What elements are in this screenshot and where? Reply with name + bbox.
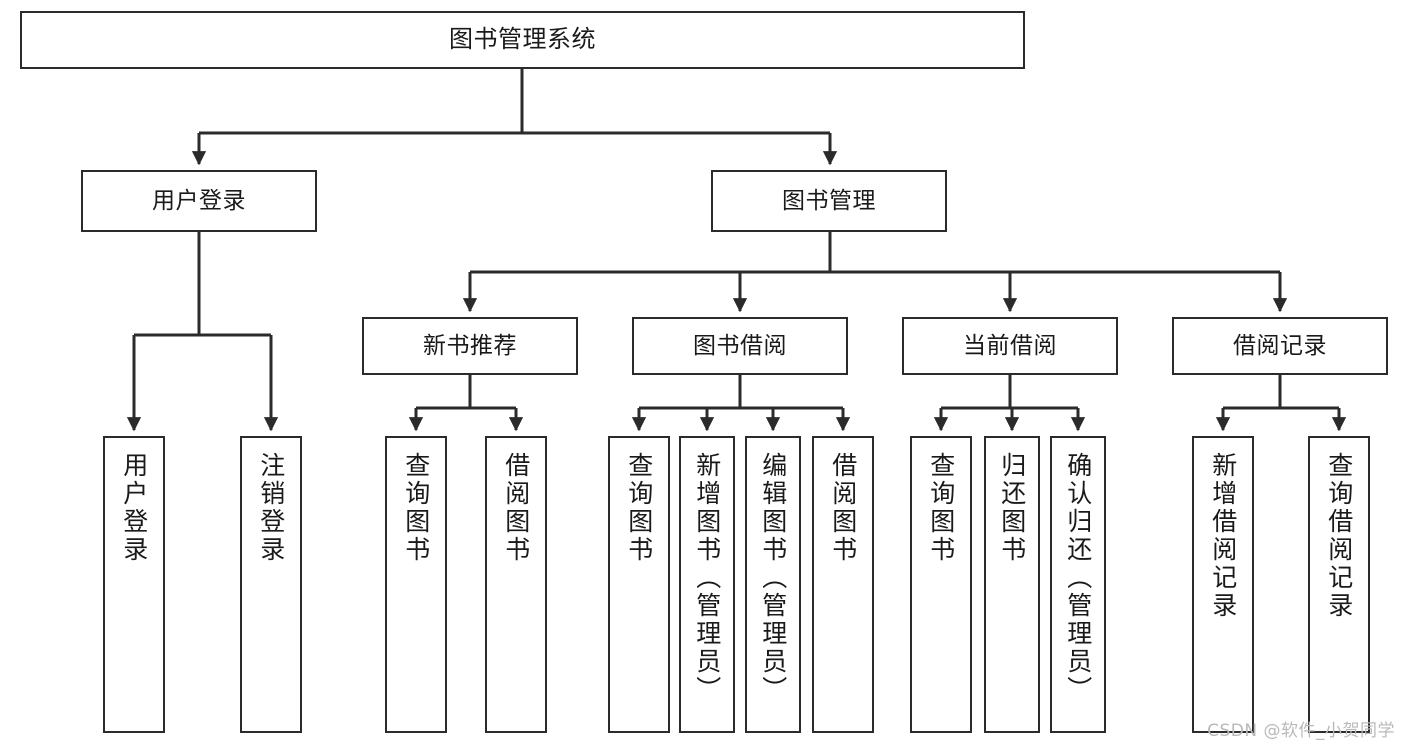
node-leaf-query-borrow-record[interactable]: 查询借阅记录 — [1308, 436, 1370, 733]
node-leaf-query-book-borrow[interactable]: 查询图书 — [608, 436, 670, 733]
node-current-borrow-label: 当前借阅 — [963, 332, 1057, 359]
node-leaf-borrow-book-rec[interactable]: 借阅图书 — [485, 436, 547, 733]
node-leaf-query-borrow-record-label: 查询借阅记录 — [1324, 452, 1354, 620]
node-leaf-query-book-borrow-label: 查询图书 — [624, 452, 654, 564]
node-user-login-label: 用户登录 — [152, 187, 246, 214]
node-leaf-query-book-rec-label: 查询图书 — [401, 452, 431, 564]
node-leaf-borrow-book-borrow[interactable]: 借阅图书 — [812, 436, 874, 733]
node-root[interactable]: 图书管理系统 — [20, 11, 1025, 69]
node-leaf-return-book[interactable]: 归还图书 — [984, 436, 1040, 733]
node-book-management[interactable]: 图书管理 — [711, 170, 947, 232]
node-borrow-record[interactable]: 借阅记录 — [1172, 317, 1388, 375]
node-new-book-recommend-label: 新书推荐 — [423, 332, 517, 359]
node-root-label: 图书管理系统 — [449, 25, 596, 54]
node-leaf-add-book-admin-label: 新增图书（管理员） — [692, 452, 722, 704]
node-leaf-return-book-label: 归还图书 — [997, 452, 1027, 564]
node-leaf-confirm-return-admin-label: 确认归还（管理员） — [1063, 452, 1093, 704]
node-leaf-confirm-return-admin[interactable]: 确认归还（管理员） — [1050, 436, 1106, 733]
node-leaf-logout-label: 注销登录 — [256, 452, 286, 564]
node-book-borrow-label: 图书借阅 — [693, 332, 787, 359]
node-current-borrow[interactable]: 当前借阅 — [902, 317, 1118, 375]
node-leaf-edit-book-admin-label: 编辑图书（管理员） — [758, 452, 788, 704]
node-leaf-add-borrow-record[interactable]: 新增借阅记录 — [1192, 436, 1254, 733]
node-leaf-edit-book-admin[interactable]: 编辑图书（管理员） — [745, 436, 801, 733]
node-leaf-logout[interactable]: 注销登录 — [240, 436, 302, 733]
node-book-borrow[interactable]: 图书借阅 — [632, 317, 848, 375]
node-leaf-query-book-current[interactable]: 查询图书 — [910, 436, 972, 733]
node-book-management-label: 图书管理 — [782, 187, 876, 214]
node-leaf-user-login[interactable]: 用户登录 — [103, 436, 165, 733]
node-borrow-record-label: 借阅记录 — [1233, 332, 1327, 359]
node-leaf-query-book-current-label: 查询图书 — [926, 452, 956, 564]
watermark: CSDN @软件_小贺同学 — [1207, 721, 1395, 741]
node-leaf-add-borrow-record-label: 新增借阅记录 — [1208, 452, 1238, 620]
node-leaf-add-book-admin[interactable]: 新增图书（管理员） — [679, 436, 735, 733]
node-leaf-borrow-book-rec-label: 借阅图书 — [501, 452, 531, 564]
node-user-login[interactable]: 用户登录 — [81, 170, 317, 232]
node-leaf-borrow-book-borrow-label: 借阅图书 — [828, 452, 858, 564]
node-leaf-user-login-label: 用户登录 — [119, 452, 149, 564]
node-new-book-recommend[interactable]: 新书推荐 — [362, 317, 578, 375]
node-leaf-query-book-rec[interactable]: 查询图书 — [385, 436, 447, 733]
